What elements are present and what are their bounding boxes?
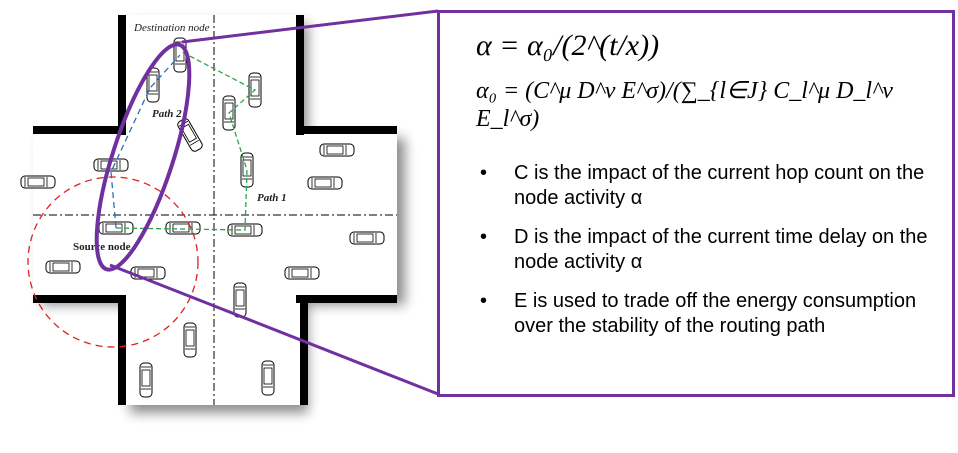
- formula-panel: α = α₀/(2^(t/x)) α₀ = (C^μ D^ν E^σ)/(∑_{…: [437, 10, 955, 397]
- path-2-route: [110, 54, 181, 229]
- lane-dividers: [33, 15, 397, 405]
- destination-node-label: Destination node: [133, 22, 210, 34]
- car-icon: [261, 360, 275, 396]
- initial-activity-equation: α₀ = (C^μ D^ν E^σ)/(∑_{l∈J} C_l^μ D_l^ν …: [476, 78, 893, 132]
- car-icon: [284, 266, 320, 280]
- car-icon: [183, 322, 197, 358]
- car-icon: [319, 143, 355, 157]
- car-icon: [130, 266, 166, 280]
- path-1-route: [115, 51, 257, 231]
- car-icon: [307, 176, 343, 190]
- car-icon: [165, 221, 201, 235]
- bullet-energy: •E is used to trade off the energy consu…: [480, 290, 917, 337]
- car-icon: [240, 152, 254, 188]
- car-icon: [20, 175, 56, 189]
- activity-equation: α = α₀/(2^(t/x)): [476, 29, 660, 62]
- callout-line-bottom: [109, 263, 439, 396]
- communication-range-circle: [27, 176, 199, 348]
- callout-line-top: [181, 9, 439, 44]
- road-walls: [33, 15, 397, 405]
- path-1-label: Path 1: [257, 192, 287, 204]
- road-intersection: [33, 15, 397, 405]
- bullet-hop-count: •C is the impact of the current hop coun…: [480, 162, 925, 209]
- path-2-label: Path 2: [152, 108, 182, 120]
- bullet-time-delay: •D is the impact of the current time del…: [480, 226, 928, 273]
- source-node-label: Source node: [73, 241, 131, 253]
- car-icon: [349, 231, 385, 245]
- highlight-ellipse: [94, 42, 192, 272]
- car-icon: [139, 362, 153, 398]
- car-icon: [233, 282, 247, 318]
- car-icon: [45, 260, 81, 274]
